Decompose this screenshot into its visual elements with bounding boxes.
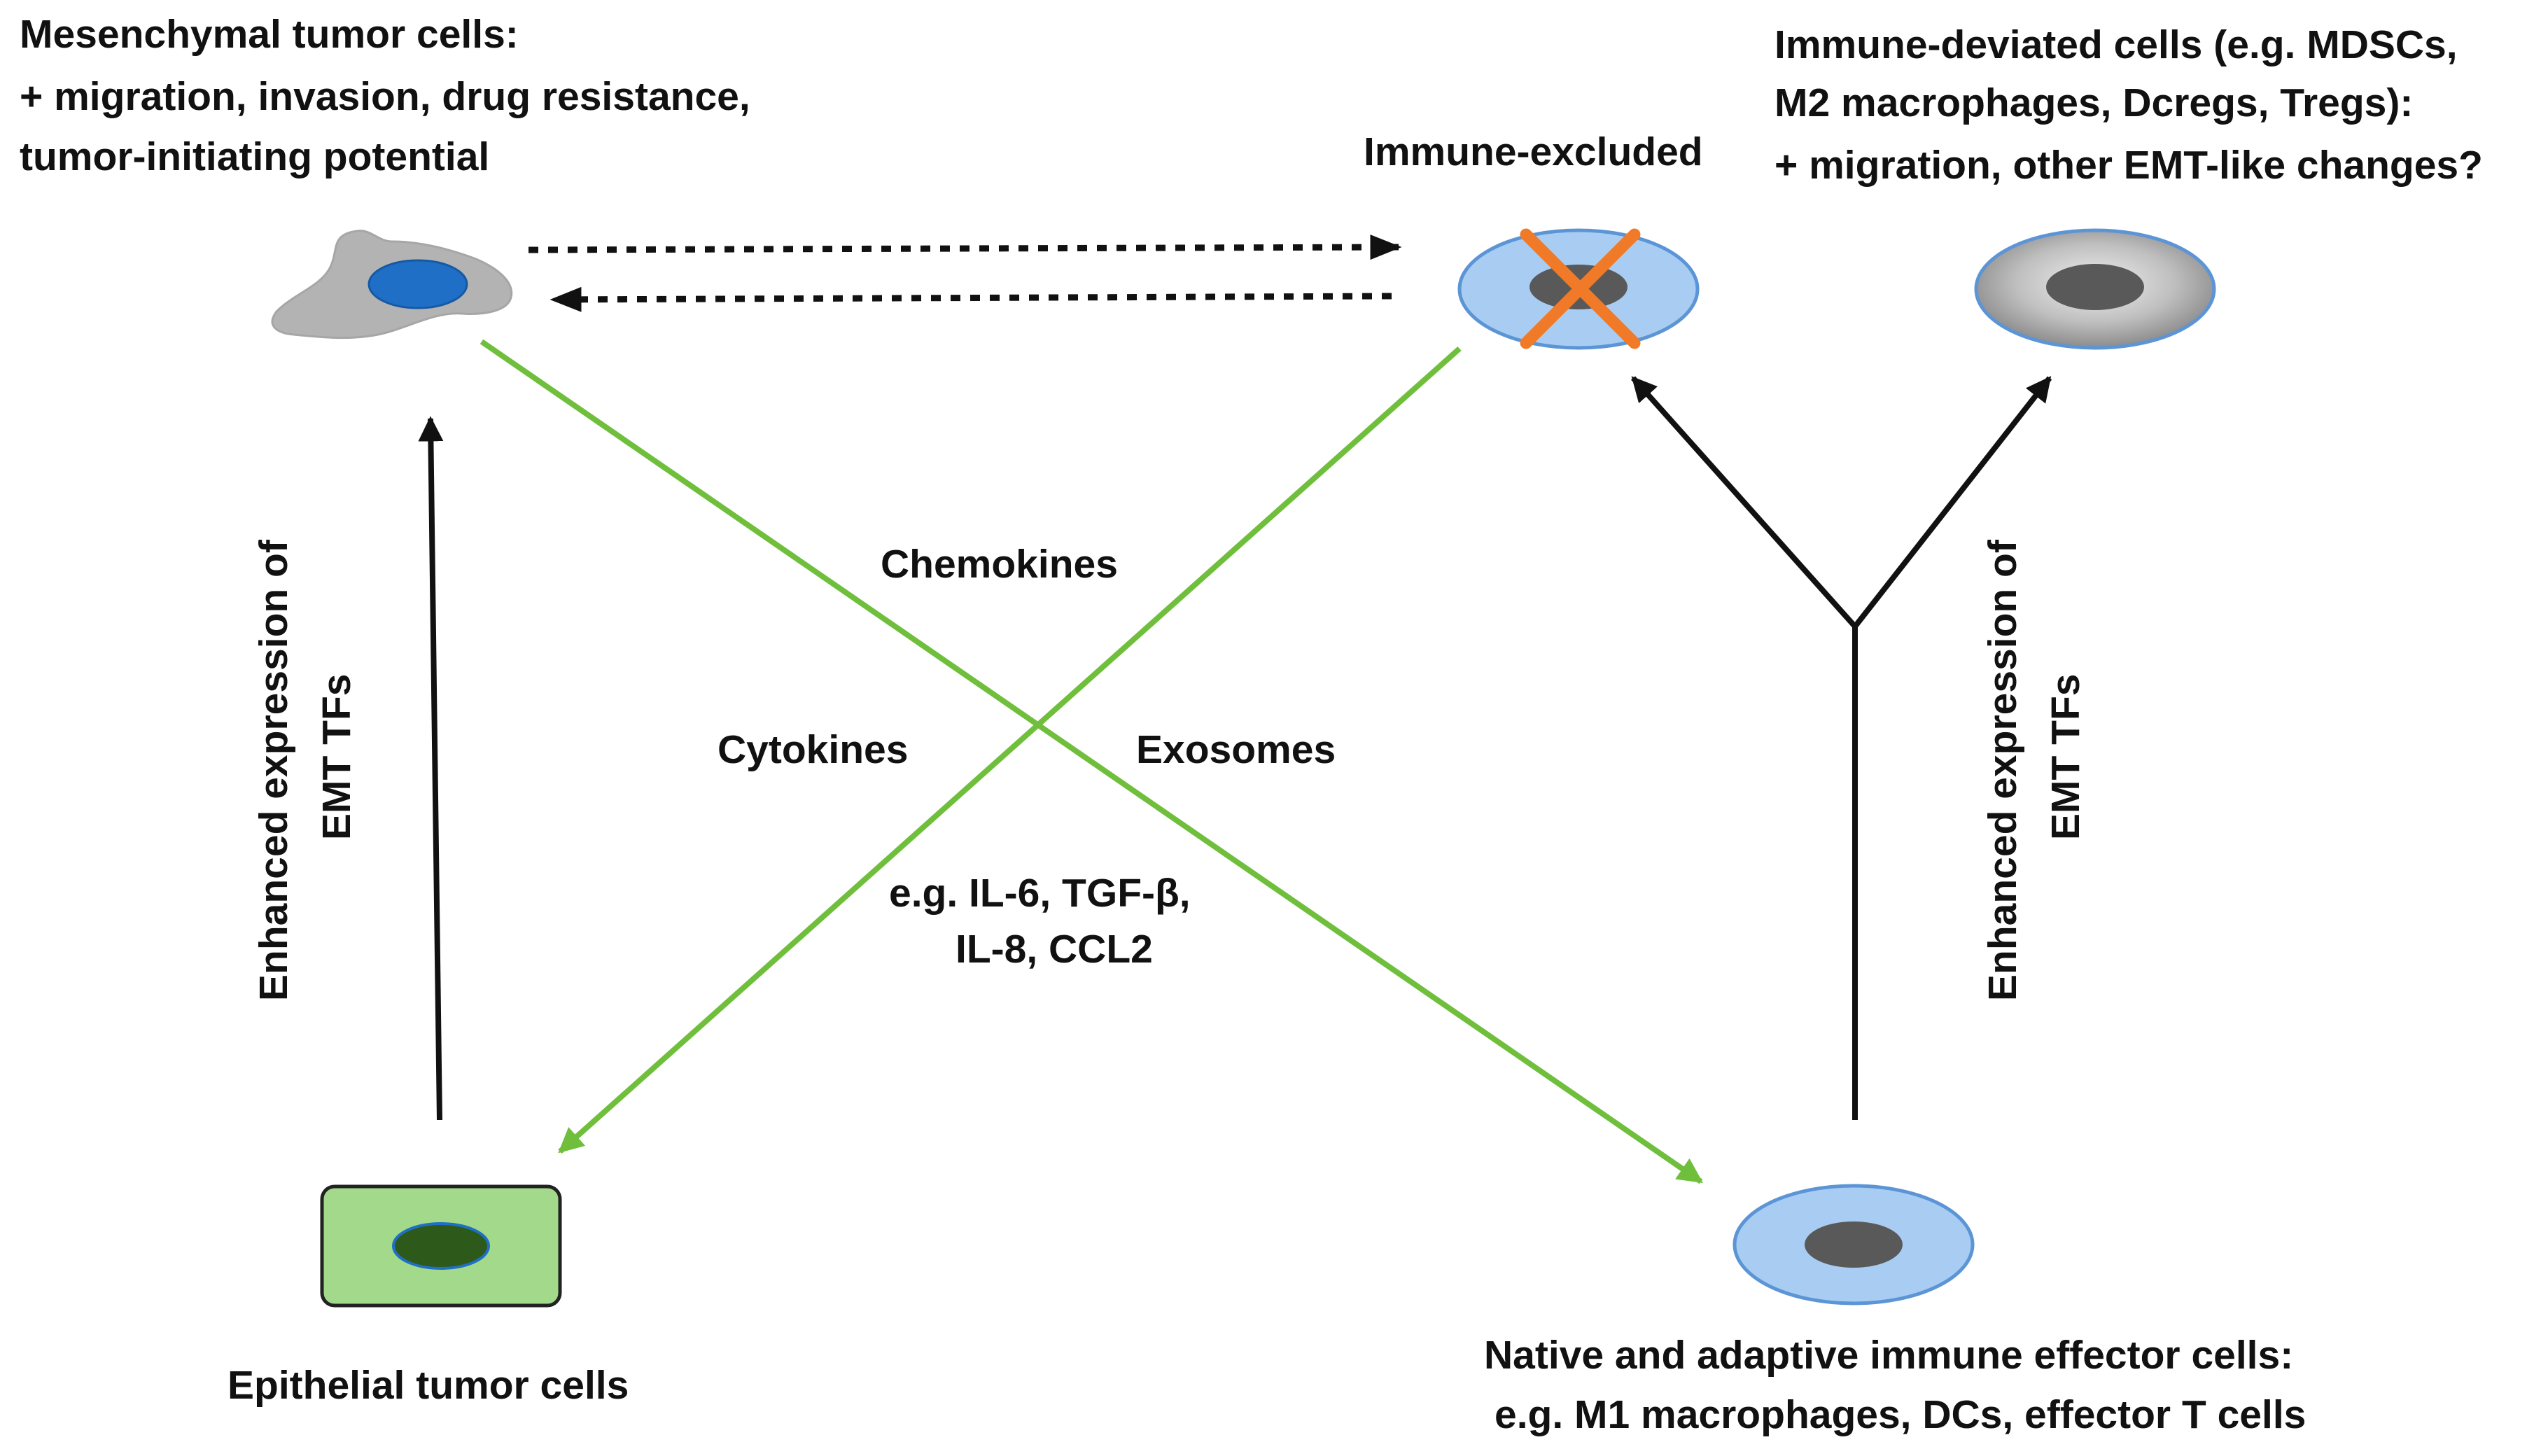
chemokines-label: Chemokines: [881, 542, 1118, 587]
immune-excluded-cell: [1457, 228, 1700, 350]
epithelial-nucleus: [392, 1222, 490, 1270]
immune-effector-cell: [1732, 1184, 1975, 1306]
immune-deviated-label-line2: M2 macrophages, Dcregs, Tregs):: [1774, 80, 2413, 125]
immune-deviated-nucleus: [2046, 264, 2144, 310]
exclusion-cross-icon-stroke2: [1520, 228, 1641, 349]
epithelial-label: Epithelial tumor cells: [227, 1363, 629, 1408]
examples-label-line1: e.g. IL-6, TGF-β,: [889, 871, 1191, 916]
emt-right-label: Enhanced expression of EMT TFs: [1980, 539, 2088, 1001]
y-arrow-to-excluded: [1631, 376, 1857, 629]
mesenchymal-nucleus: [368, 259, 468, 309]
epithelial-tumor-cell: [320, 1184, 562, 1308]
emt-right-label-line2: EMT TFs: [2043, 674, 2088, 841]
immune-deviated-label-line1: Immune-deviated cells (e.g. MDSCs,: [1774, 22, 2458, 67]
emt-left-label-line1: Enhanced expression of: [251, 539, 296, 1001]
emt-left-label-line2: EMT TFs: [314, 674, 359, 841]
emt-left-label: Enhanced expression of EMT TFs: [251, 539, 359, 1001]
mesenchymal-label-line1: Mesenchymal tumor cells:: [20, 12, 519, 57]
mesenchymal-label-line2: + migration, invasion, drug resistance,: [20, 74, 750, 119]
mesenchymal-tumor-cell: [271, 230, 513, 340]
y-arrow-to-deviated: [1852, 376, 2052, 629]
effector-label-line2: e.g. M1 macrophages, DCs, effector T cel…: [1494, 1392, 2306, 1437]
cytokines-label: Cytokines: [718, 727, 908, 772]
immune-deviated-label-line3: + migration, other EMT-like changes?: [1774, 143, 2483, 188]
immune-excluded-label: Immune-excluded: [1364, 130, 1703, 174]
effector-label-line1: Native and adaptive immune effector cell…: [1484, 1333, 2293, 1378]
dotted-arrow-to-mesenchymal: [550, 286, 1392, 312]
green-arrow-to-epithelial: [558, 346, 1462, 1154]
dotted-arrow-to-excluded: [528, 234, 1402, 260]
exosomes-label: Exosomes: [1136, 727, 1336, 772]
green-arrow-to-effector: [479, 339, 1703, 1184]
examples-label-line2: IL-8, CCL2: [955, 927, 1153, 972]
immune-deviated-cell: [1974, 228, 2216, 350]
mesenchymal-label-line3: tumor-initiating potential: [20, 134, 489, 179]
arrow-epithelial-to-mesenchymal: [418, 416, 444, 1121]
immune-effector-nucleus: [1805, 1222, 1903, 1268]
emt-right-label-line1: Enhanced expression of: [1980, 539, 2025, 1001]
